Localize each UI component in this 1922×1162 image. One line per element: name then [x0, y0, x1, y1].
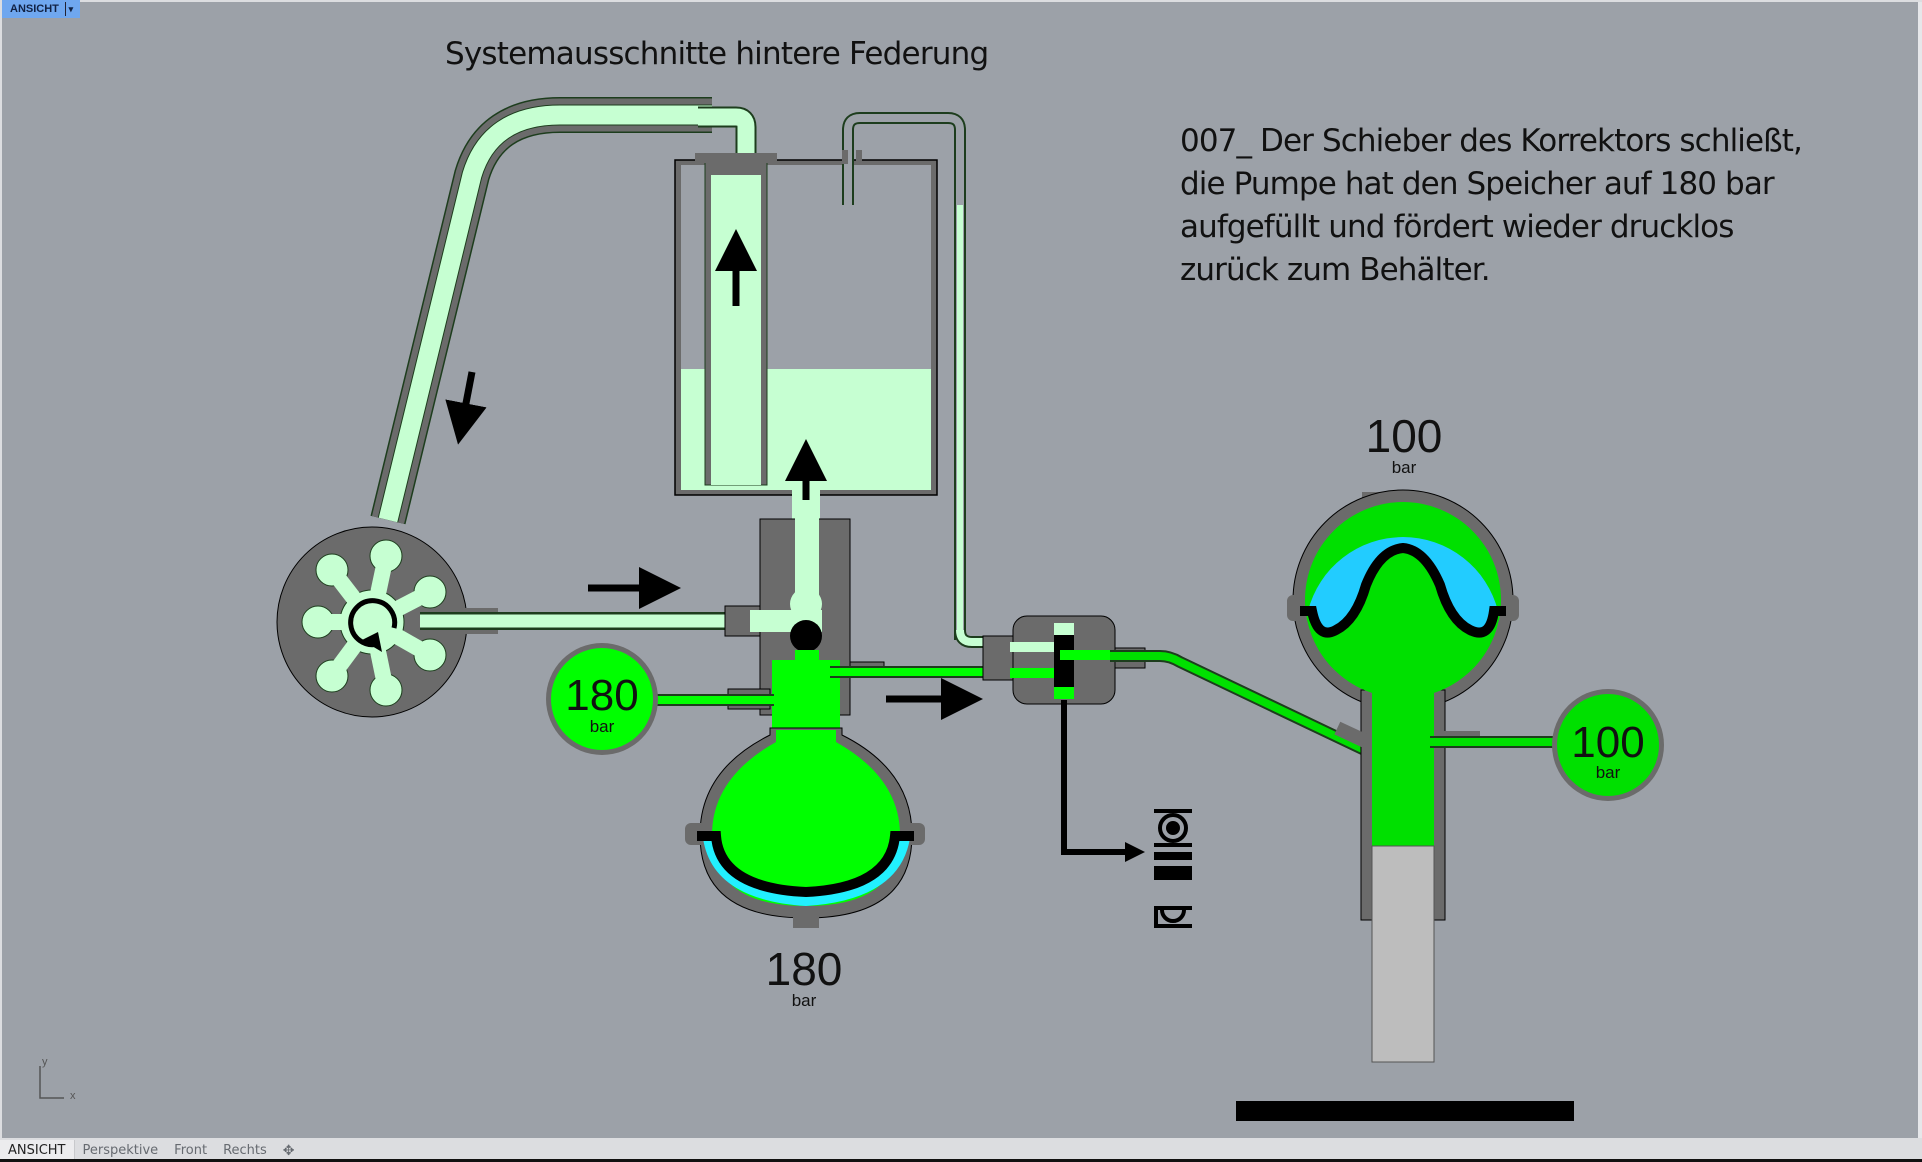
step-description: 007_ Der Schieber des Korrektors schließ… [1180, 120, 1880, 292]
description-line: die Pumpe hat den Speicher auf 180 bar [1180, 166, 1775, 202]
viewport-label-text: ANSICHT [10, 3, 59, 15]
suspension-gauge: 100 bar [1430, 689, 1664, 801]
sphere-pressure-value: 100 [1366, 410, 1443, 462]
rotation-arrow-icon [348, 598, 398, 648]
description-line: 007_ Der Schieber des Korrektors schließ… [1180, 123, 1803, 159]
valve-symbol-icon [1154, 809, 1192, 928]
window-bottom-edge [0, 1159, 1922, 1162]
gauge-value: 180 [565, 671, 638, 720]
diagram-title: Systemausschnitte hintere Federung [445, 36, 989, 72]
gauge-value: 100 [1571, 718, 1644, 767]
sphere-pressure-unit: bar [1392, 458, 1417, 477]
accumulator-pressure-value: 180 [766, 943, 843, 995]
ground-bar [1236, 1101, 1574, 1121]
sphere-supply-line [1110, 650, 1378, 761]
flow-arrow-down-icon [445, 371, 487, 445]
axis-indicator: y x [36, 1056, 76, 1102]
tab-perspektive[interactable]: Perspektive [82, 1143, 159, 1158]
check-valve-ball [790, 620, 822, 652]
main-accumulator [685, 727, 925, 928]
view-tab-bar: ANSICHT Perspektive Front Rechts ✥ [0, 1140, 1922, 1162]
description-line: aufgefüllt und fördert wieder drucklos [1180, 209, 1734, 245]
accumulator-pressure-unit: bar [792, 991, 817, 1010]
viewport-label[interactable]: ANSICHT ▾ [2, 0, 80, 18]
plus-icon[interactable]: ✥ [282, 1143, 295, 1159]
gauge-unit: bar [1596, 763, 1621, 782]
suspension-sphere [1287, 489, 1519, 1063]
return-line-pump-to-reservoir [370, 97, 757, 525]
axis-x-label: x [70, 1090, 76, 1102]
axis-y-label: y [42, 1056, 48, 1068]
chevron-down-icon[interactable]: ▾ [64, 2, 76, 16]
tab-front[interactable]: Front [174, 1143, 208, 1158]
description-line: zurück zum Behälter. [1180, 252, 1491, 288]
height-corrector [954, 615, 1146, 705]
pump [276, 526, 468, 718]
control-linkage [1061, 700, 1145, 862]
tab-rechts[interactable]: Rechts [223, 1143, 267, 1158]
main-accumulator-gauge: 180 bar [546, 643, 774, 755]
gauge-unit: bar [590, 717, 615, 736]
tab-ansicht[interactable]: ANSICHT [0, 1140, 75, 1162]
